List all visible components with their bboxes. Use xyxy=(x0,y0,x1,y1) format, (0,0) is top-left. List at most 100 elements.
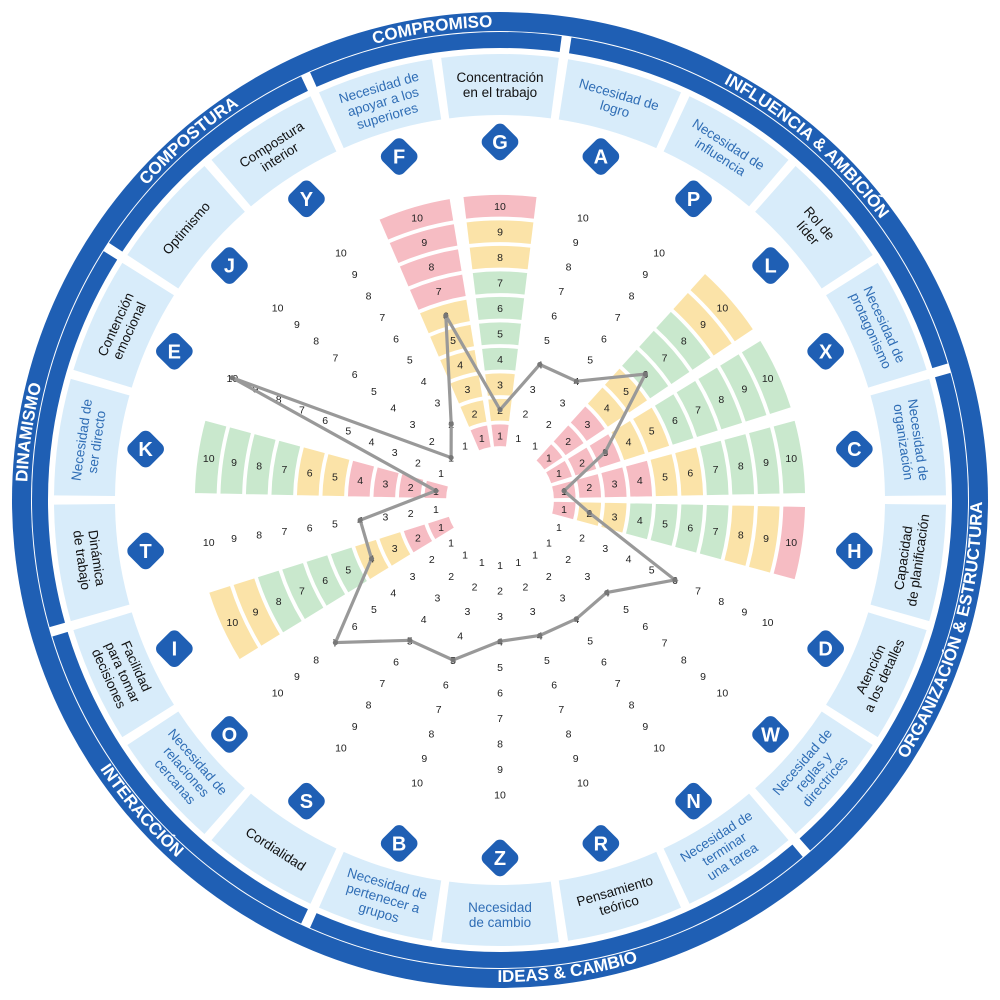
scale-tick-I-10: 10 xyxy=(226,617,238,629)
dimension-band-D xyxy=(826,612,927,738)
scale-tick-D-4: 4 xyxy=(626,554,632,566)
score-segment-K-7 xyxy=(270,439,302,497)
scale-tick-R-6: 6 xyxy=(551,679,557,691)
badge-shape xyxy=(127,532,164,570)
scale-tick-Y-7: 7 xyxy=(379,312,385,324)
scale-tick-Y-6: 6 xyxy=(393,333,399,345)
scale-tick-B-6: 6 xyxy=(443,679,449,691)
score-segment-K-10 xyxy=(193,419,228,495)
scale-tick-T-8: 8 xyxy=(256,530,262,542)
score-segment-C-6 xyxy=(673,446,705,497)
score-segment-X-4 xyxy=(610,419,647,462)
scale-tick-X-5: 5 xyxy=(649,426,655,438)
group-arc-7 xyxy=(108,76,308,252)
score-segment-H-4 xyxy=(624,502,654,541)
scale-tick-W-8: 8 xyxy=(681,654,687,666)
scale-tick-E-4: 4 xyxy=(369,436,375,448)
score-segment-K-6 xyxy=(295,446,327,497)
scale-tick-A-1: 1 xyxy=(515,433,521,445)
dimension-band-O xyxy=(127,711,245,834)
scale-tick-O-10: 10 xyxy=(272,688,284,700)
scale-tick-F-3: 3 xyxy=(464,384,470,396)
scale-tick-I-8: 8 xyxy=(276,596,282,608)
dimension-band-I xyxy=(73,612,174,738)
scale-tick-S-9: 9 xyxy=(352,721,358,733)
scale-tick-O-8: 8 xyxy=(313,654,319,666)
scale-tick-Z-1: 1 xyxy=(497,560,503,572)
profile-point-S xyxy=(407,637,413,643)
scale-tick-R-10: 10 xyxy=(577,777,589,789)
badge-letter: J xyxy=(224,256,235,278)
profile-point-N xyxy=(573,616,579,622)
badge-letter: A xyxy=(594,147,608,169)
profile-point-G xyxy=(497,407,503,413)
scale-tick-B-9: 9 xyxy=(421,753,427,765)
dimension-band-W xyxy=(755,711,873,834)
score-segment-K-3 xyxy=(372,466,400,499)
scale-tick-C-4: 4 xyxy=(637,475,643,487)
scale-tick-C-6: 6 xyxy=(687,468,693,480)
badge-L xyxy=(752,247,789,284)
score-segment-G-5 xyxy=(477,321,523,347)
score-segment-H-6 xyxy=(673,503,705,554)
scale-tick-E-6: 6 xyxy=(322,415,328,427)
badge-shape xyxy=(481,839,519,877)
scale-tick-Y-8: 8 xyxy=(366,290,372,302)
scale-tick-N-8: 8 xyxy=(629,700,635,712)
dimension-band-F xyxy=(318,59,442,149)
group-arc-6 xyxy=(32,251,118,628)
score-segment-L-4 xyxy=(586,386,628,429)
badge-S xyxy=(288,782,325,820)
scale-tick-Y-10: 10 xyxy=(335,247,347,259)
scale-tick-A-6: 6 xyxy=(551,311,557,323)
scale-tick-J-4: 4 xyxy=(390,403,396,415)
badge-K xyxy=(127,430,164,468)
scale-tick-A-10: 10 xyxy=(577,213,589,225)
badge-E xyxy=(156,332,193,370)
scale-tick-G-7: 7 xyxy=(497,277,503,289)
scale-tick-O-2: 2 xyxy=(429,554,435,566)
badge-shape xyxy=(675,180,712,218)
scale-tick-S-6: 6 xyxy=(393,657,399,669)
badge-letter: H xyxy=(847,541,861,563)
badge-I xyxy=(156,630,193,668)
scale-tick-B-3: 3 xyxy=(464,606,470,618)
scale-tick-C-7: 7 xyxy=(713,464,719,476)
scale-tick-I-9: 9 xyxy=(253,607,259,619)
group-arc-3 xyxy=(799,372,968,851)
scale-tick-B-4: 4 xyxy=(457,631,463,643)
badge-J xyxy=(211,247,248,284)
scale-tick-P-8: 8 xyxy=(629,290,635,302)
scale-tick-H-1: 1 xyxy=(561,504,567,516)
score-segment-L-9 xyxy=(671,291,734,357)
scale-tick-Z-10: 10 xyxy=(494,789,506,801)
scale-tick-R-8: 8 xyxy=(566,728,572,740)
badge-shape xyxy=(752,247,789,284)
scale-tick-H-3: 3 xyxy=(612,511,618,523)
badge-shape xyxy=(127,430,164,468)
scale-tick-A-2: 2 xyxy=(523,408,529,420)
scale-tick-H-9: 9 xyxy=(763,533,769,545)
score-segment-H-9 xyxy=(747,504,781,574)
dimension-band-G xyxy=(441,53,559,119)
score-segment-F-8 xyxy=(398,248,463,288)
badge-B xyxy=(380,825,418,862)
dimension-band-Y xyxy=(211,96,337,207)
badge-shape xyxy=(807,630,844,668)
scale-tick-A-3: 3 xyxy=(530,384,536,396)
score-segment-G-9 xyxy=(465,219,535,246)
badge-Z xyxy=(481,839,519,877)
profile-point-A xyxy=(537,361,543,368)
badge-letter: P xyxy=(687,189,700,211)
scale-tick-D-7: 7 xyxy=(695,585,701,597)
scale-tick-J-6: 6 xyxy=(352,369,358,381)
profile-point-T xyxy=(357,517,363,523)
scale-tick-D-1: 1 xyxy=(556,522,562,534)
badge-shape xyxy=(481,123,519,161)
scale-tick-G-1: 1 xyxy=(497,430,503,442)
scale-tick-P-5: 5 xyxy=(587,355,593,367)
scale-tick-K-4: 4 xyxy=(357,475,363,487)
score-segment-L-1 xyxy=(535,442,564,471)
scale-tick-L-9: 9 xyxy=(700,319,706,331)
badge-letter: O xyxy=(222,724,238,746)
